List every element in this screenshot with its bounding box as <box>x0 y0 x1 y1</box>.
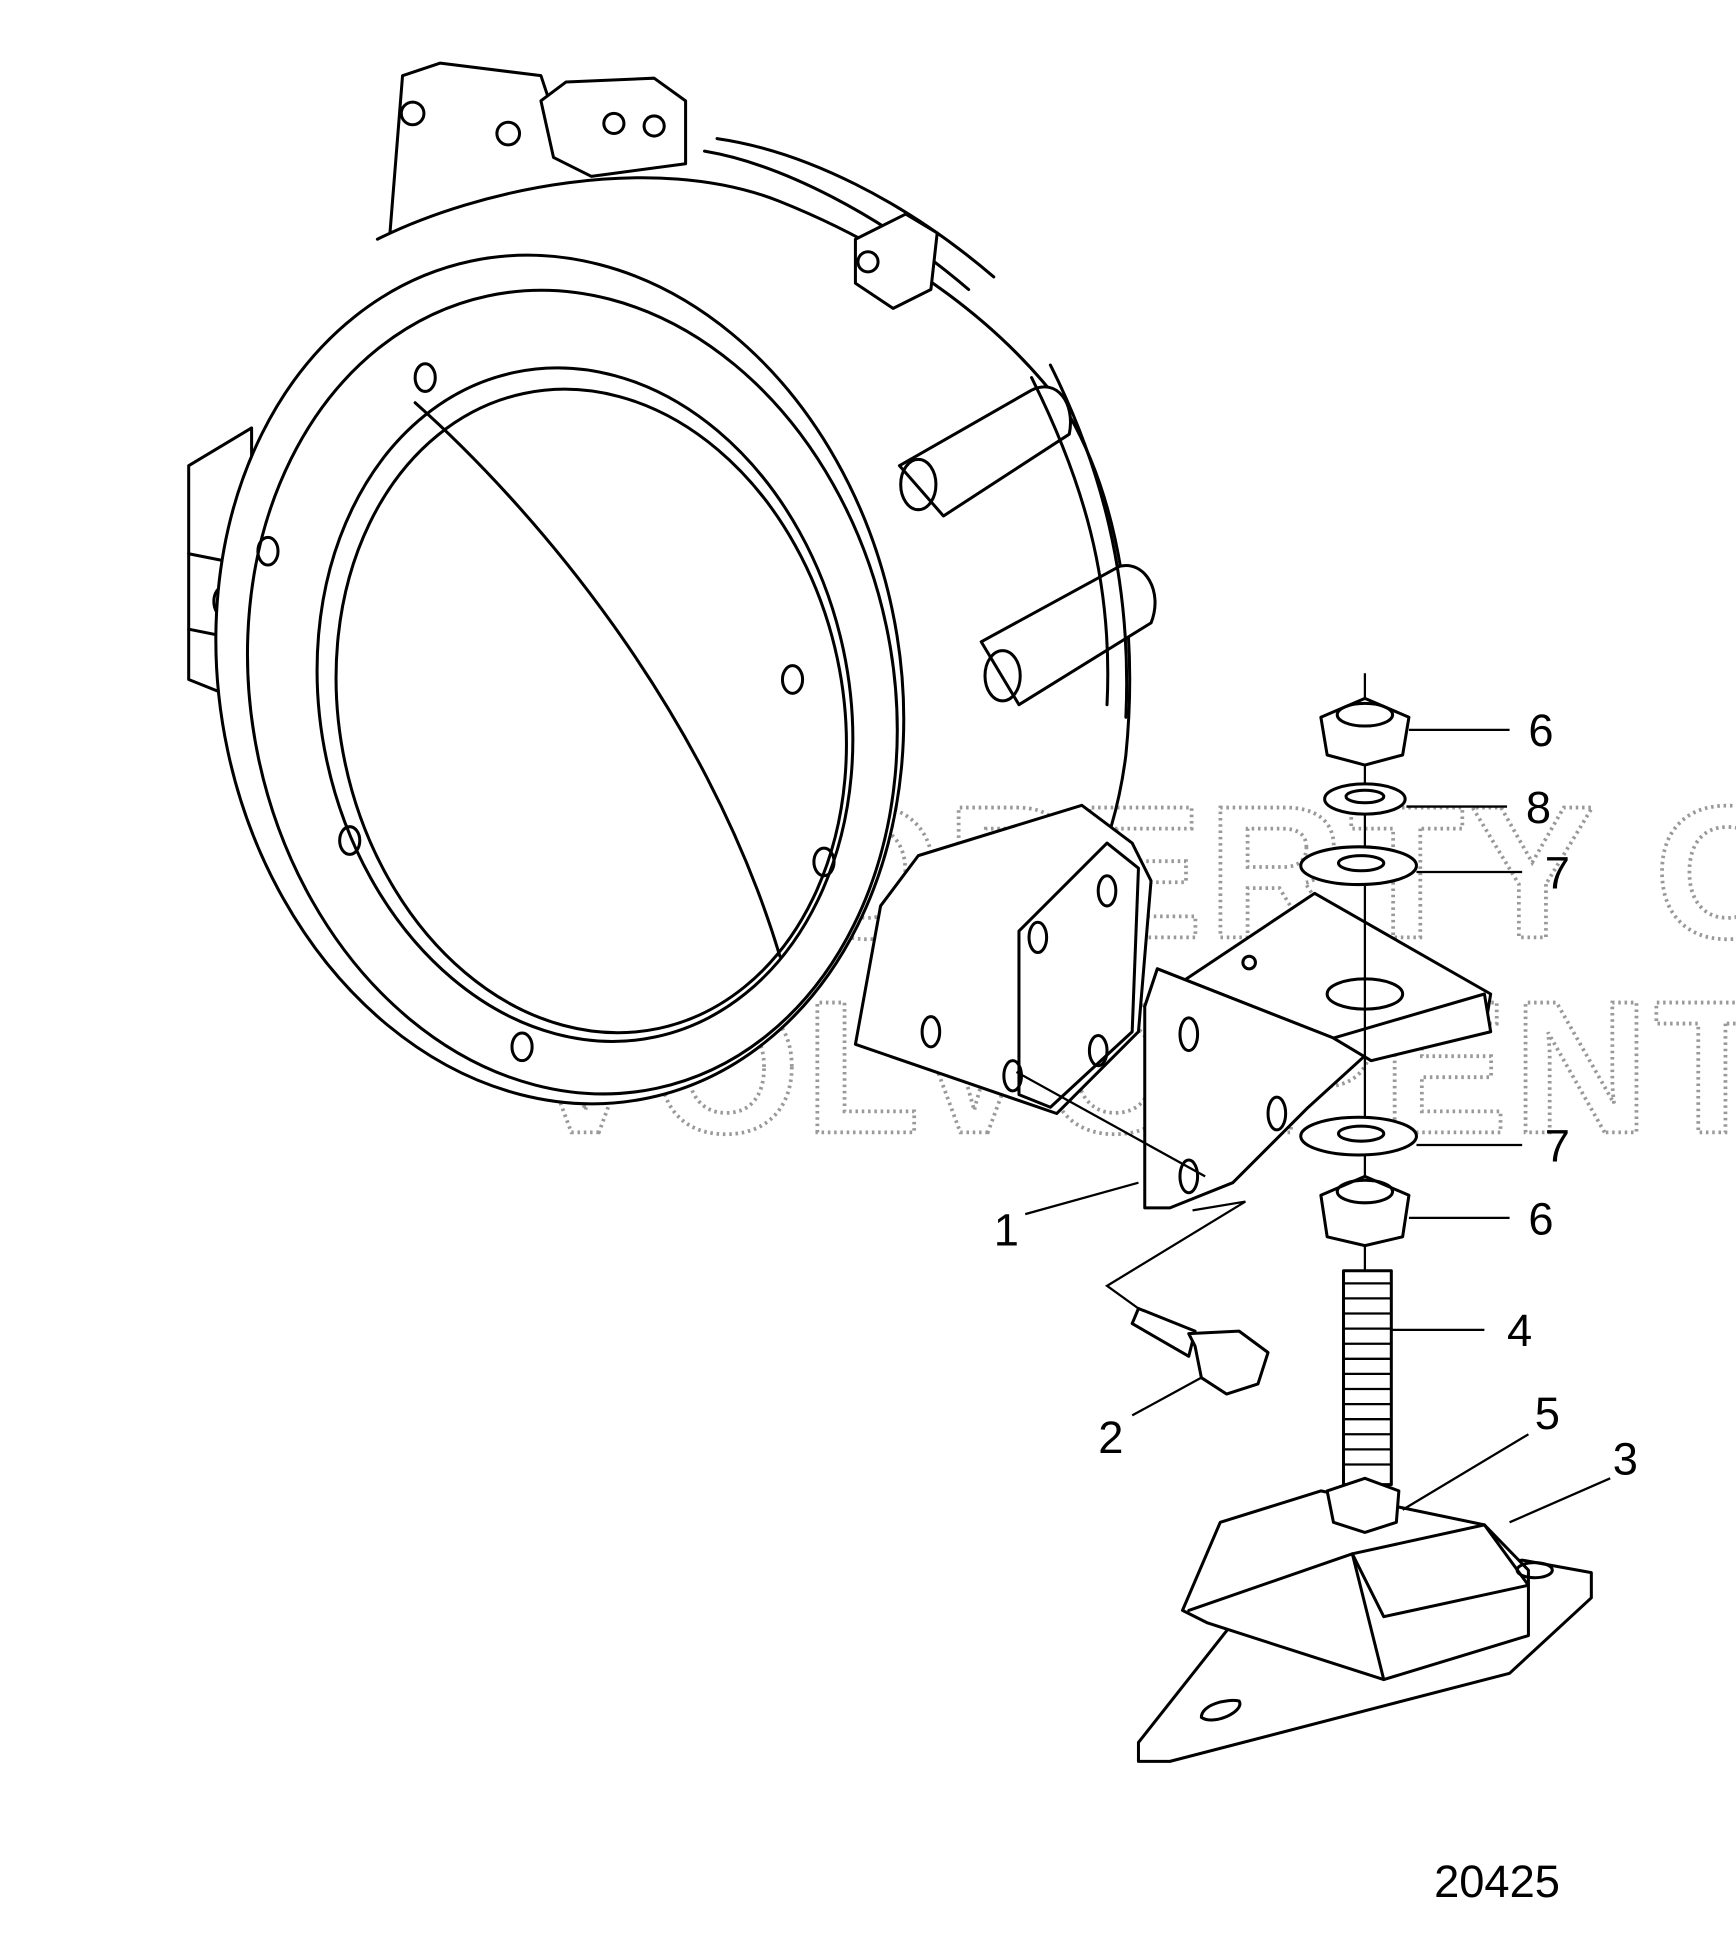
flat-washer-top <box>1299 845 1418 887</box>
callout-1: 1 <box>994 1205 1019 1256</box>
rubber-mount <box>1136 1476 1593 1763</box>
drawing-number: 20425 <box>1434 1856 1560 1907</box>
flange-bolt <box>1130 1306 1270 1396</box>
flange-bolt-holes <box>256 362 836 1063</box>
callouts: 6 8 7 7 6 4 5 3 1 2 <box>994 705 1638 1524</box>
callout-7-top: 7 <box>1545 847 1570 898</box>
callout-6-bottom: 6 <box>1528 1193 1553 1244</box>
stud <box>1342 1269 1393 1487</box>
callout-7-bottom: 7 <box>1545 1120 1570 1171</box>
hex-nut-top <box>1319 696 1411 767</box>
flat-washer-bottom <box>1299 1115 1418 1157</box>
callout-8: 8 <box>1526 782 1551 833</box>
lock-washer <box>1323 782 1407 816</box>
callout-4: 4 <box>1507 1305 1532 1356</box>
callout-2: 2 <box>1098 1412 1123 1463</box>
callout-3: 3 <box>1613 1434 1638 1485</box>
bracket <box>1143 891 1493 1210</box>
callout-5: 5 <box>1535 1388 1560 1439</box>
callout-6-top: 6 <box>1528 705 1553 756</box>
hex-nut-bottom <box>1319 1174 1411 1248</box>
flywheel-housing <box>187 61 1157 1116</box>
